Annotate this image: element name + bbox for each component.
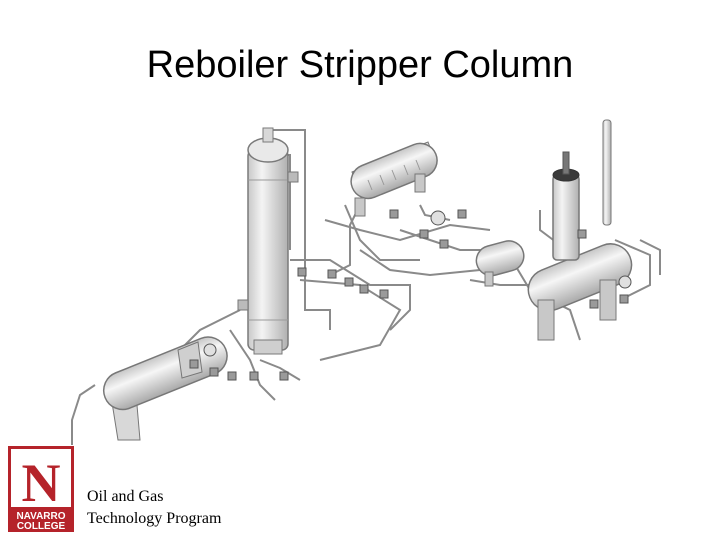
top-horizontal-vessel <box>350 141 438 217</box>
program-line1: Oil and Gas <box>87 488 164 505</box>
heat-exchanger <box>102 336 228 441</box>
logo-line2: COLLEGE <box>17 521 66 532</box>
reboiler-vessel <box>527 119 633 341</box>
logo-line1: NAVARRO <box>16 511 65 522</box>
logo-letter: N <box>22 453 61 513</box>
valves-and-instruments <box>189 209 632 381</box>
logo-letter-panel <box>11 449 71 507</box>
slide-title: Reboiler Stripper Column <box>146 44 574 86</box>
small-tank <box>475 240 525 287</box>
piping-network <box>71 129 661 445</box>
navarro-college-logo: N NAVARRO COLLEGE <box>8 446 74 532</box>
program-caption: Oil and Gas Technology Program <box>87 486 221 530</box>
process-diagram <box>71 119 661 445</box>
program-line2: Technology Program <box>87 510 222 527</box>
stripper-column <box>237 127 299 355</box>
